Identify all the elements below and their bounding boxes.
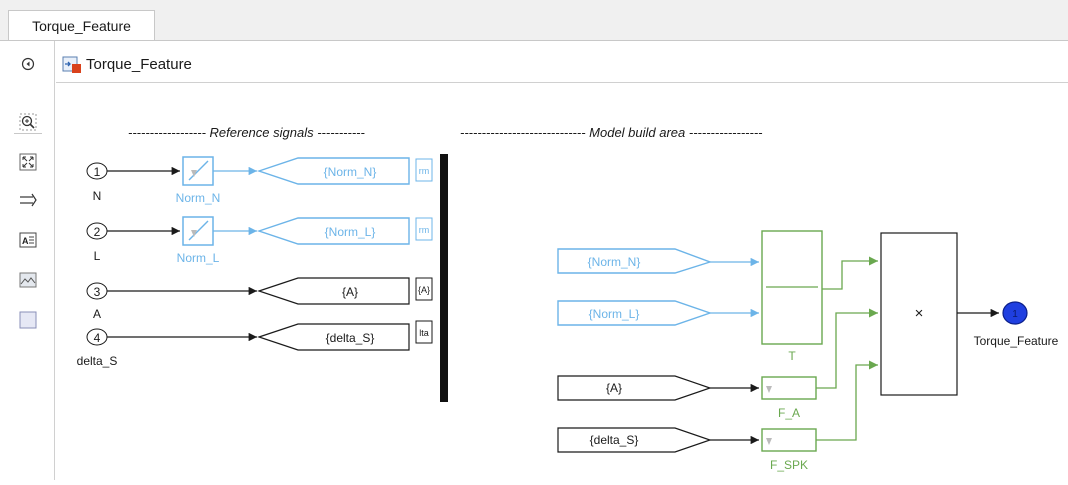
from-delta-s[interactable]: {delta_S} [557, 427, 712, 453]
annotation-icon[interactable]: A [17, 229, 39, 251]
fit-to-view-icon[interactable] [17, 151, 39, 173]
signal-arrows-icon[interactable] [17, 189, 39, 211]
goto-norm-l[interactable]: {Norm_L} [256, 217, 410, 245]
goto-tag-norm-l[interactable]: rm [415, 217, 433, 241]
reference-signals-header: ------------------ Reference signals ---… [128, 125, 365, 140]
tab-bar: Torque_Feature [0, 0, 1068, 41]
signal-line [816, 360, 878, 441]
palette-toolbar: A [0, 41, 55, 480]
area-icon[interactable] [17, 309, 39, 331]
signal-line [822, 256, 878, 290]
inport-label: N [93, 189, 102, 203]
inport-1[interactable]: 1 [86, 162, 108, 180]
outport-torque-feature[interactable]: 1 [1002, 301, 1028, 325]
goto-delta-s[interactable]: {delta_S} [257, 323, 410, 351]
model-canvas[interactable]: ------------------ Reference signals ---… [56, 86, 1068, 480]
model-build-area-header: ----------------------------- Model buil… [460, 125, 763, 140]
inport-3[interactable]: 3 [86, 282, 108, 300]
svg-text:{delta_S}: {delta_S} [590, 433, 639, 447]
svg-text:×: × [915, 305, 924, 322]
bus-bar[interactable] [440, 154, 448, 402]
tab-torque-feature[interactable]: Torque_Feature [8, 10, 155, 40]
goto-tag-norm-n[interactable]: rm [415, 158, 433, 182]
model-icon [62, 56, 81, 73]
svg-text:{delta_S}: {delta_S} [326, 331, 375, 345]
norm-l-block[interactable] [182, 216, 214, 246]
lookup-table-f-spk-label: F_SPK [770, 458, 808, 472]
block-diagram[interactable]: ------------------ Reference signals ---… [56, 86, 1068, 480]
product-block[interactable]: × [880, 232, 958, 396]
svg-text:{A}: {A} [418, 285, 430, 295]
breadcrumb: Torque_Feature [56, 48, 1068, 83]
svg-text:2: 2 [94, 225, 101, 239]
goto-a[interactable]: {A} [257, 277, 410, 305]
svg-text:A: A [22, 236, 29, 246]
from-a[interactable]: {A} [557, 375, 712, 401]
svg-text:1: 1 [94, 165, 101, 179]
lookup-table-f-spk[interactable] [761, 428, 817, 452]
svg-text:{Norm_N}: {Norm_N} [324, 165, 377, 179]
norm-n-label: Norm_N [176, 191, 221, 205]
svg-text:{Norm_L}: {Norm_L} [589, 307, 640, 321]
svg-text:rm: rm [419, 225, 430, 235]
svg-text:{A}: {A} [342, 285, 358, 299]
svg-text:{Norm_N}: {Norm_N} [588, 255, 641, 269]
inport-4[interactable]: 4 [86, 328, 108, 346]
norm-l-label: Norm_L [177, 251, 220, 265]
inport-2[interactable]: 2 [86, 222, 108, 240]
goto-norm-n[interactable]: {Norm_N} [256, 157, 410, 185]
svg-text:lta: lta [419, 328, 429, 338]
from-norm-n[interactable]: {Norm_N} [557, 248, 713, 274]
svg-text:{A}: {A} [606, 381, 622, 395]
toolbar-separator [14, 133, 42, 134]
tab-divider [0, 40, 1068, 41]
tab-label: Torque_Feature [32, 17, 131, 34]
inport-label: L [94, 249, 101, 263]
signal-line [816, 308, 878, 389]
lookup-table-f-a[interactable] [761, 376, 817, 400]
svg-text:3: 3 [94, 285, 101, 299]
goto-tag-delta-s[interactable]: lta [415, 320, 433, 344]
lookup-table-t[interactable] [761, 230, 823, 345]
svg-text:{Norm_L}: {Norm_L} [325, 225, 376, 239]
lookup-table-t-label: T [788, 349, 796, 363]
zoom-icon[interactable] [17, 111, 39, 133]
svg-text:rm: rm [419, 166, 430, 176]
hide-explorer-icon[interactable] [17, 53, 39, 75]
image-icon[interactable] [17, 269, 39, 291]
goto-tag-a[interactable]: {A} [415, 277, 433, 301]
svg-text:1: 1 [1012, 309, 1018, 320]
lookup-table-f-a-label: F_A [778, 406, 800, 420]
svg-text:4: 4 [94, 331, 101, 345]
inport-label: A [93, 307, 101, 321]
from-norm-l[interactable]: {Norm_L} [557, 300, 713, 326]
breadcrumb-model[interactable]: Torque_Feature [86, 56, 192, 73]
inport-label: delta_S [77, 354, 118, 368]
norm-n-block[interactable] [182, 156, 214, 186]
outport-label: Torque_Feature [974, 334, 1059, 348]
